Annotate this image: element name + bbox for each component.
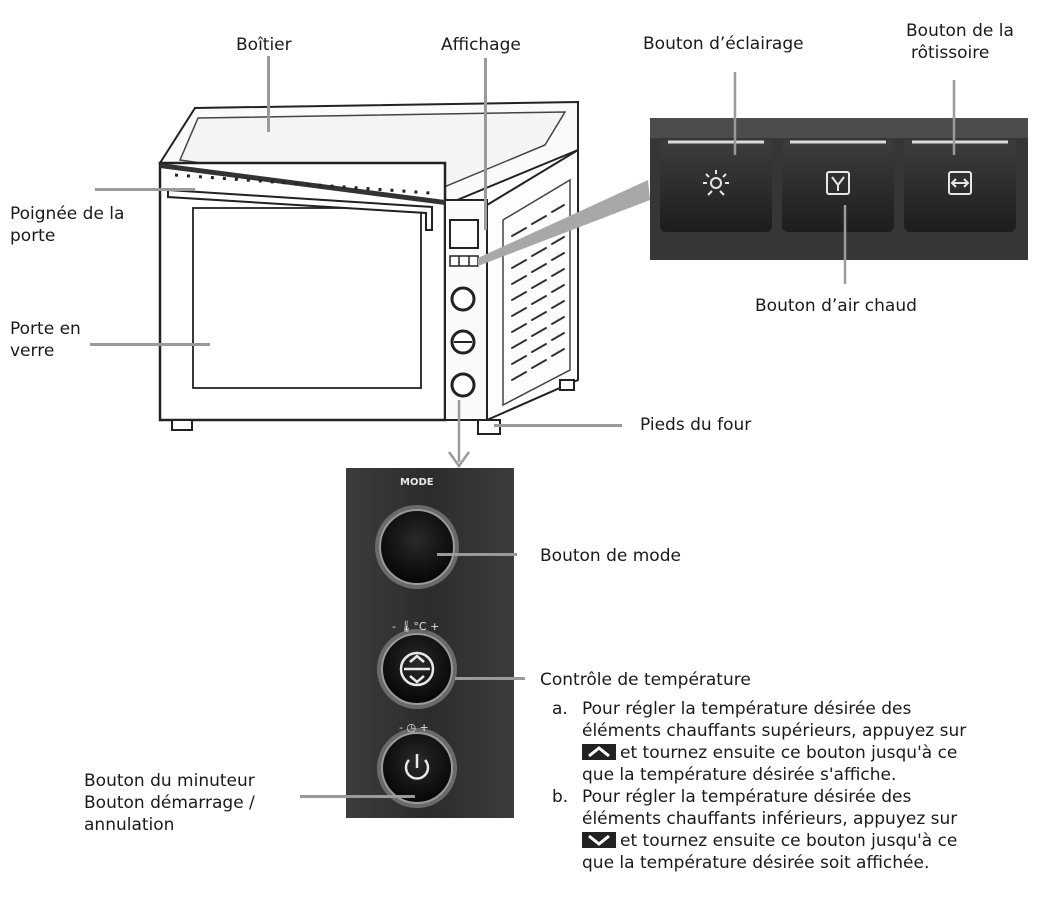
leader-minuteur bbox=[300, 795, 415, 798]
instruction-line: Pour régler la température désirée des bbox=[582, 787, 912, 807]
leader-pieds bbox=[494, 424, 622, 427]
oven-feet bbox=[171, 379, 575, 435]
label-pieds: Pieds du four bbox=[640, 415, 752, 435]
label-porte-line2: verre bbox=[10, 341, 55, 361]
instruction-line: Pour régler la température désirée des bbox=[582, 699, 912, 719]
instruction-line: éléments chauffants supérieurs, appuyez … bbox=[582, 721, 967, 741]
chevron-down-icon bbox=[582, 832, 616, 848]
instruction-a: a. Pour régler la température désirée des… bbox=[552, 698, 1022, 786]
leader-boitier bbox=[267, 56, 270, 132]
label-bouton-eclairage: Bouton d’éclairage bbox=[643, 34, 804, 54]
zoom-wedge bbox=[478, 180, 650, 266]
instruction-marker: b. bbox=[552, 787, 569, 807]
panel-temp-text: - 🌡︎°C + bbox=[392, 620, 440, 633]
label-affichage: Affichage bbox=[441, 35, 521, 55]
label-boitier: Boîtier bbox=[236, 35, 292, 55]
label-rotissoire-line2: rôtissoire bbox=[911, 43, 990, 63]
fan-icon bbox=[826, 171, 850, 195]
leader-temp bbox=[455, 677, 525, 680]
instruction-line: et tournez ensuite ce bouton jusqu'à ce bbox=[620, 831, 958, 851]
label-minuteur-line3: annulation bbox=[84, 815, 175, 835]
instruction-b: b. Pour régler la température désirée des… bbox=[552, 786, 1022, 874]
chevron-up-icon bbox=[582, 744, 616, 760]
knob-panel-zoom bbox=[346, 468, 514, 818]
panel-leaders bbox=[733, 72, 956, 284]
label-porte-line1: Porte en bbox=[10, 319, 81, 339]
instruction-line: que la température désirée s'affiche. bbox=[582, 765, 897, 785]
oven-side bbox=[486, 148, 579, 422]
up-down-arrows-icon bbox=[399, 651, 435, 687]
rotisserie-icon bbox=[948, 171, 972, 195]
light-icon bbox=[703, 170, 729, 196]
label-minuteur-line2: Bouton démarrage / bbox=[84, 793, 255, 813]
leader-porte bbox=[90, 343, 210, 346]
leader-mode bbox=[437, 553, 517, 556]
instruction-line: éléments chauffants inférieurs, appuyez … bbox=[582, 809, 958, 829]
label-poignee-line2: porte bbox=[10, 226, 56, 246]
label-air-chaud: Bouton d’air chaud bbox=[755, 296, 917, 316]
label-rotissoire-line1: Bouton de la bbox=[906, 21, 1014, 41]
leader-affichage bbox=[484, 58, 487, 230]
instruction-marker: a. bbox=[552, 699, 568, 719]
label-mode: Bouton de mode bbox=[540, 546, 681, 566]
zoom-arrow bbox=[447, 400, 471, 469]
temperature-instructions: a. Pour régler la température désirée des… bbox=[552, 698, 1022, 874]
button-panel-zoom bbox=[650, 118, 1028, 260]
panel-timer-text: - ◷ + bbox=[399, 721, 429, 734]
label-temperature: Contrôle de température bbox=[540, 670, 751, 690]
instruction-line: que la température désirée soit affichée… bbox=[582, 853, 930, 873]
label-poignee-line1: Poignée de la bbox=[10, 204, 125, 224]
power-icon bbox=[404, 754, 430, 780]
leader-poignee bbox=[95, 188, 195, 191]
label-minuteur-line1: Bouton du minuteur bbox=[84, 771, 255, 791]
panel-mode-text: MODE bbox=[400, 477, 434, 488]
oven-front bbox=[158, 161, 488, 422]
instruction-line: et tournez ensuite ce bouton jusqu'à ce bbox=[620, 743, 958, 763]
